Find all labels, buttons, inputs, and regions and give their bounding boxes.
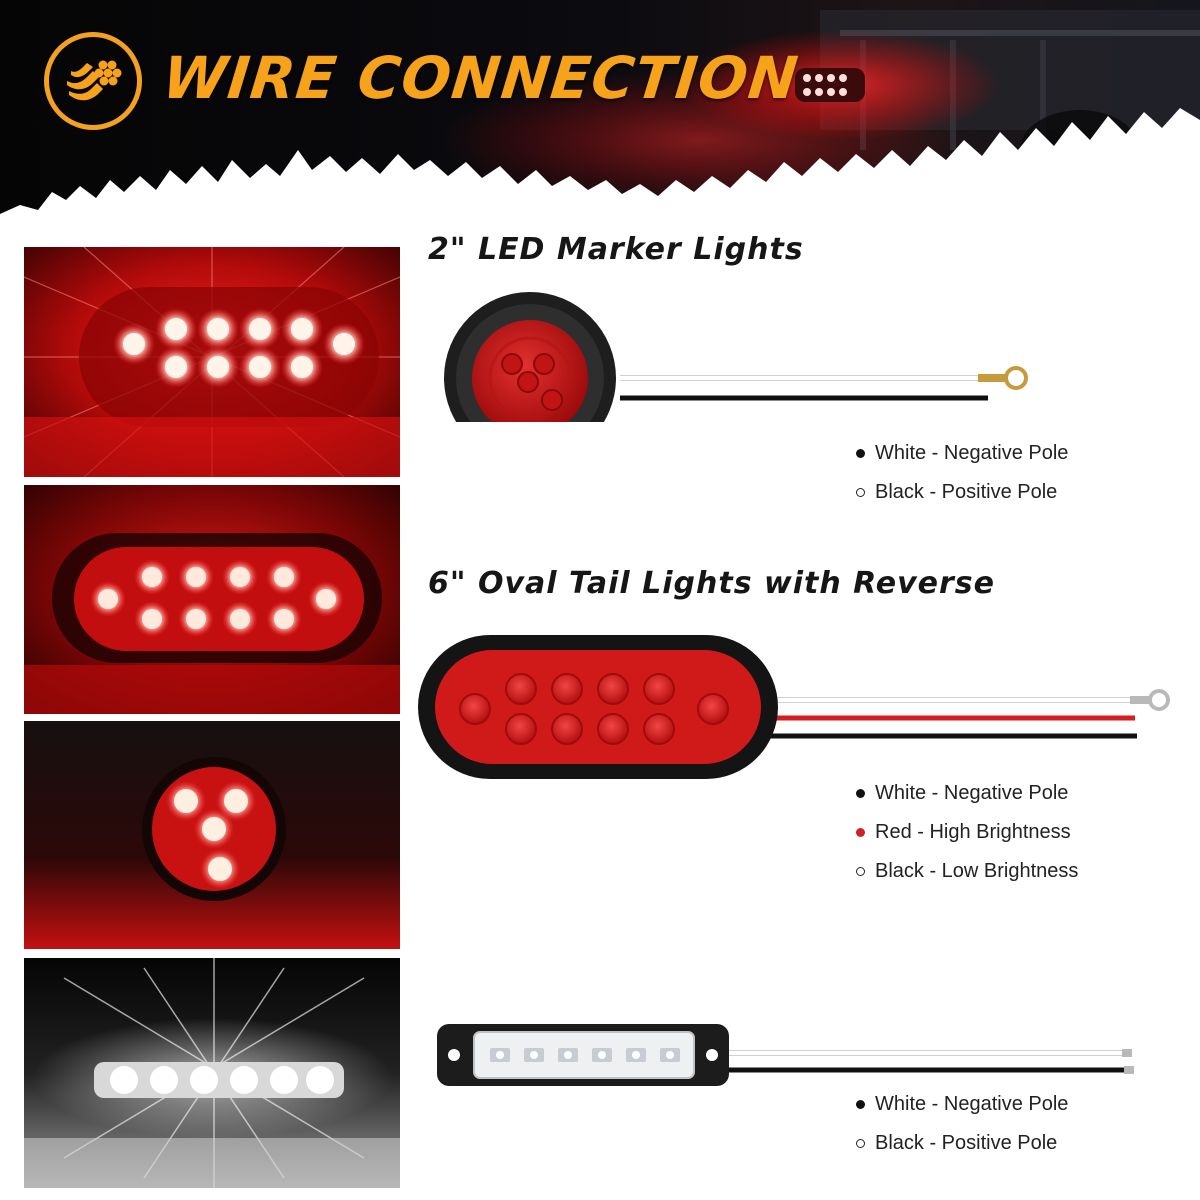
bullet-hollow-icon xyxy=(856,867,865,876)
photo-round-4led-red xyxy=(24,721,400,949)
wire-legend-marker: White - Negative Pole Black - Positive P… xyxy=(856,434,1068,512)
legend-item-white: White - Negative Pole xyxy=(856,1085,1068,1124)
legend-item-black: Black - Positive Pole xyxy=(856,473,1068,512)
photo-oval-12led-red-front xyxy=(24,247,400,477)
legend-item-white: White - Negative Pole xyxy=(856,434,1068,473)
legend-item-red: Red - High Brightness xyxy=(856,813,1078,852)
bullet-filled-icon xyxy=(856,449,865,458)
legend-item-black: Black - Low Brightness xyxy=(856,852,1078,891)
legend-label: White - Negative Pole xyxy=(875,782,1069,804)
bullet-hollow-icon xyxy=(856,1139,865,1148)
marker-light-diagram xyxy=(440,292,1040,464)
bullet-red-icon xyxy=(856,828,865,837)
section-title-oval-tail-lights: 6" Oval Tail Lights with Reverse xyxy=(428,566,996,601)
wire-bundle-icon xyxy=(67,60,122,101)
logo-badge xyxy=(44,32,142,130)
bullet-filled-icon xyxy=(856,789,865,798)
wire-legend-oval: White - Negative Pole Red - High Brightn… xyxy=(856,774,1078,891)
oval-tail-light-diagram xyxy=(415,632,1195,787)
legend-label: Black - Positive Pole xyxy=(875,1132,1058,1154)
legend-label: White - Negative Pole xyxy=(875,1093,1069,1115)
legend-item-white: White - Negative Pole xyxy=(856,774,1078,813)
legend-label: Black - Low Brightness xyxy=(875,860,1079,882)
legend-item-black: Black - Positive Pole xyxy=(856,1124,1068,1163)
photo-oval-12led-red-angled xyxy=(24,485,400,714)
legend-label: White - Negative Pole xyxy=(875,442,1069,464)
bullet-filled-icon xyxy=(856,1100,865,1109)
bullet-hollow-icon xyxy=(856,488,865,497)
section-title-marker-lights: 2" LED Marker Lights xyxy=(428,232,804,267)
header-banner: WIRE CONNECTION xyxy=(0,0,1200,230)
photo-strip-6led-white xyxy=(24,958,400,1188)
led-strip-light-diagram xyxy=(432,1020,1152,1105)
legend-label: Red - High Brightness xyxy=(875,821,1071,843)
page-title: WIRE CONNECTION xyxy=(159,44,802,112)
legend-label: Black - Positive Pole xyxy=(875,481,1058,503)
header-background xyxy=(0,0,1200,230)
wire-legend-strip: White - Negative Pole Black - Positive P… xyxy=(856,1085,1068,1163)
